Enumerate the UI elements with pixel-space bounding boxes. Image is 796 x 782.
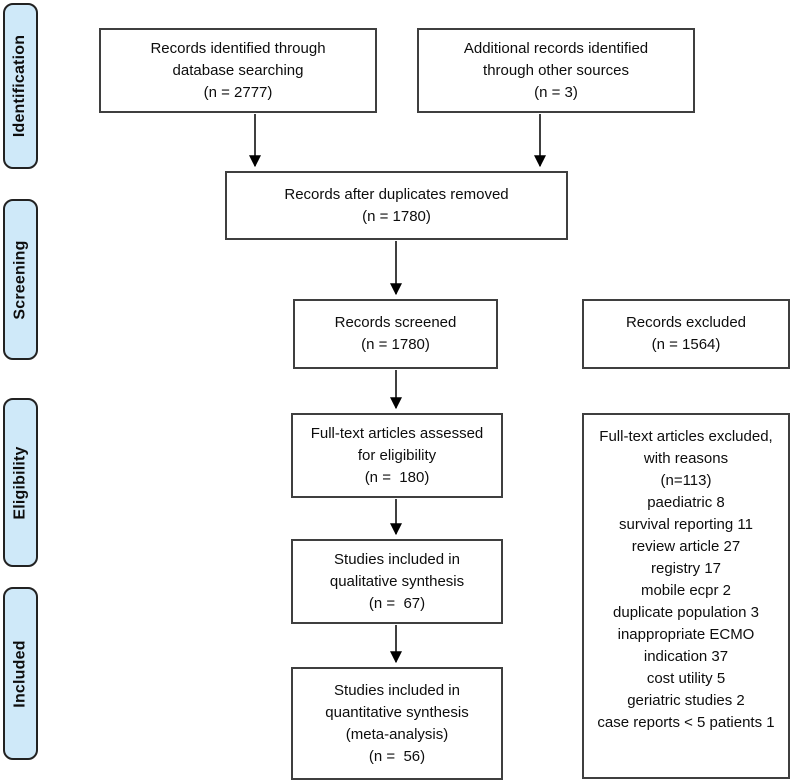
stage-included-label: Included: [11, 639, 29, 708]
box-quantitative-synthesis: Studies included in quantitative synthesi…: [291, 667, 503, 780]
box-text-line: with reasons: [643, 450, 729, 467]
box-text-line: cost utility 5: [646, 670, 726, 687]
box-additional-records-other-sources: Additional records identified through oth…: [417, 28, 695, 113]
box-text-line: Records identified through: [150, 39, 326, 57]
box-text-line: Additional records identified: [463, 39, 649, 57]
stage-included: Included: [3, 587, 38, 760]
box-text-line: (n=113): [660, 472, 712, 489]
box-records-after-duplicates-removed: Records after duplicates removed (n = 178…: [225, 171, 568, 240]
box-records-excluded: Records excluded (n = 1564): [582, 299, 790, 369]
box-text-line: geriatric studies 2: [627, 692, 745, 709]
box-text-line: through other sources: [483, 61, 629, 79]
box-text-line: (n = 180): [364, 468, 430, 486]
box-text-line: survival reporting 11: [619, 516, 753, 533]
box-qualitative-synthesis: Studies included in qualitative synthesis…: [291, 539, 503, 624]
box-text-line: (meta-analysis): [345, 725, 449, 743]
box-text-line: duplicate population 3: [613, 604, 759, 621]
box-fulltext-articles-excluded: Full-text articles excluded, with reasons…: [582, 413, 790, 779]
box-text-line: Records excluded: [625, 314, 747, 331]
box-text-line: Studies included in: [334, 681, 460, 699]
stage-identification-label: Identification: [11, 34, 29, 138]
box-text-line: (n = 1780): [362, 207, 431, 225]
box-text-line: Full-text articles excluded,: [599, 428, 773, 445]
box-text-line: for eligibility: [357, 446, 437, 464]
stage-screening: Screening: [3, 199, 38, 360]
box-text-line: Studies included in: [334, 550, 460, 568]
box-text-line: (n = 1780): [361, 336, 430, 353]
box-text-line: (n = 67): [368, 594, 426, 612]
stage-eligibility: Eligibility: [3, 398, 38, 567]
box-text-line: review article 27: [631, 538, 741, 555]
box-fulltext-articles-assessed: Full-text articles assessed for eligibili…: [291, 413, 503, 498]
stage-identification: Identification: [3, 3, 38, 169]
box-text-line: qualitative synthesis: [329, 572, 465, 590]
box-text-line: database searching: [172, 61, 304, 79]
box-text-line: (n = 2777): [203, 83, 273, 101]
box-text-line: (n = 1564): [651, 336, 721, 353]
box-text-line: Records after duplicates removed: [284, 185, 509, 203]
box-text-line: indication 37: [643, 648, 729, 665]
box-text-line: inappropriate ECMO: [617, 626, 755, 643]
box-records-screened: Records screened (n = 1780): [293, 299, 498, 369]
box-text-line: mobile ecpr 2: [640, 582, 732, 599]
box-text-line: (n = 3): [534, 83, 578, 101]
box-text-line: quantitative synthesis: [325, 703, 469, 721]
stage-screening-label: Screening: [11, 239, 29, 320]
box-records-identified-database: Records identified through database searc…: [99, 28, 377, 113]
box-text-line: (n = 56): [368, 747, 426, 765]
box-text-line: Full-text articles assessed: [310, 424, 484, 442]
box-text-line: registry 17: [650, 560, 722, 577]
box-text-line: paediatric 8: [647, 494, 725, 511]
box-text-line: Records screened: [334, 314, 457, 331]
box-text-line: case reports < 5 patients 1: [597, 714, 775, 731]
stage-eligibility-label: Eligibility: [11, 445, 29, 520]
